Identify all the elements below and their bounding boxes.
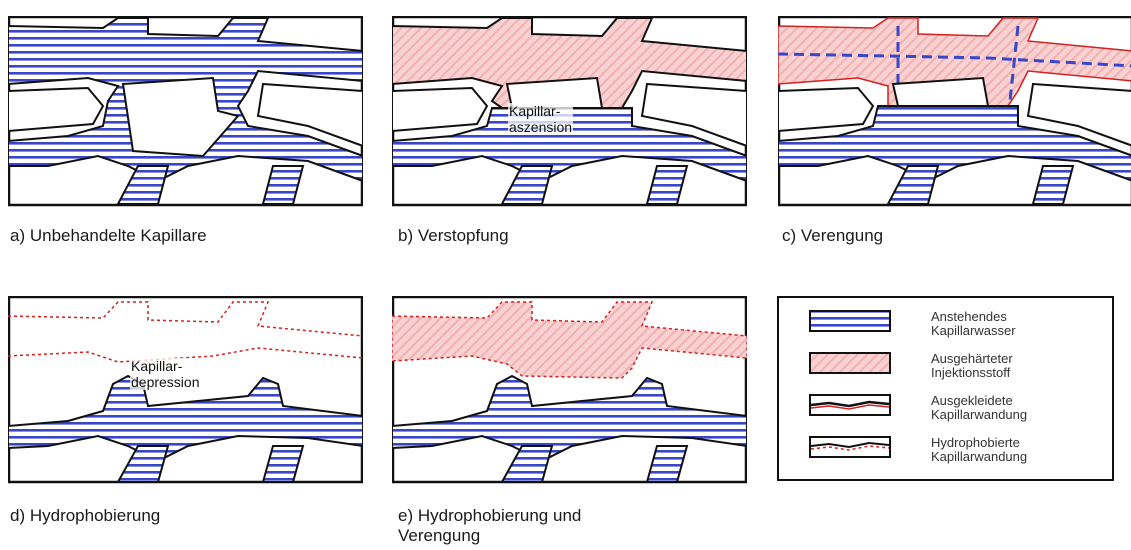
caption-d: d) Hydrophobierung: [10, 506, 160, 526]
panel-d-diagram: [8, 296, 363, 496]
legend-label-hydrophobiert: Hydrophobierte Kapillarwandung: [931, 436, 1027, 464]
lined-wall-swatch-icon: [809, 394, 891, 416]
legend-item-ausgekleidet: Ausgekleidete Kapillarwandung: [779, 394, 1112, 434]
legend-label-kapillarwasser: Anstehendes Kapillarwasser: [931, 310, 1016, 338]
caption-b: b) Verstopfung: [398, 226, 509, 246]
caption-a: a) Unbehandelte Kapillare: [10, 226, 207, 246]
caption-c: c) Verengung: [782, 226, 883, 246]
panel-a-diagram: [8, 16, 363, 216]
label-kapillaraszension: Kapillar- aszension: [508, 103, 573, 135]
legend-label-injektionsstoff: Ausgehärteter Injektionsstoff: [931, 352, 1013, 380]
panel-e-diagram: [392, 296, 747, 496]
injection-swatch-icon: [809, 352, 891, 374]
legend-label-ausgekleidet: Ausgekleidete Kapillarwandung: [931, 394, 1027, 422]
panel-d-capillary-network: [8, 296, 363, 486]
panel-a-capillary-network: [8, 16, 363, 216]
water-swatch-icon: [809, 310, 891, 332]
label-kapillardepression: Kapillar- depression: [130, 358, 201, 390]
panel-c-diagram: [778, 16, 1131, 216]
legend-item-kapillarwasser: Anstehendes Kapillarwasser: [779, 310, 1112, 350]
legend-item-hydrophobiert: Hydrophobierte Kapillarwandung: [779, 436, 1112, 476]
hydrophobic-wall-swatch-icon: [809, 436, 891, 458]
panel-e-capillary-network: [392, 296, 747, 486]
legend-item-injektionsstoff: Ausgehärteter Injektionsstoff: [779, 352, 1112, 392]
panel-c-capillary-network: [778, 16, 1131, 216]
legend: Anstehendes Kapillarwasser Ausgehärteter…: [777, 296, 1114, 481]
caption-e: e) Hydrophobierung und Verengung: [398, 506, 581, 546]
